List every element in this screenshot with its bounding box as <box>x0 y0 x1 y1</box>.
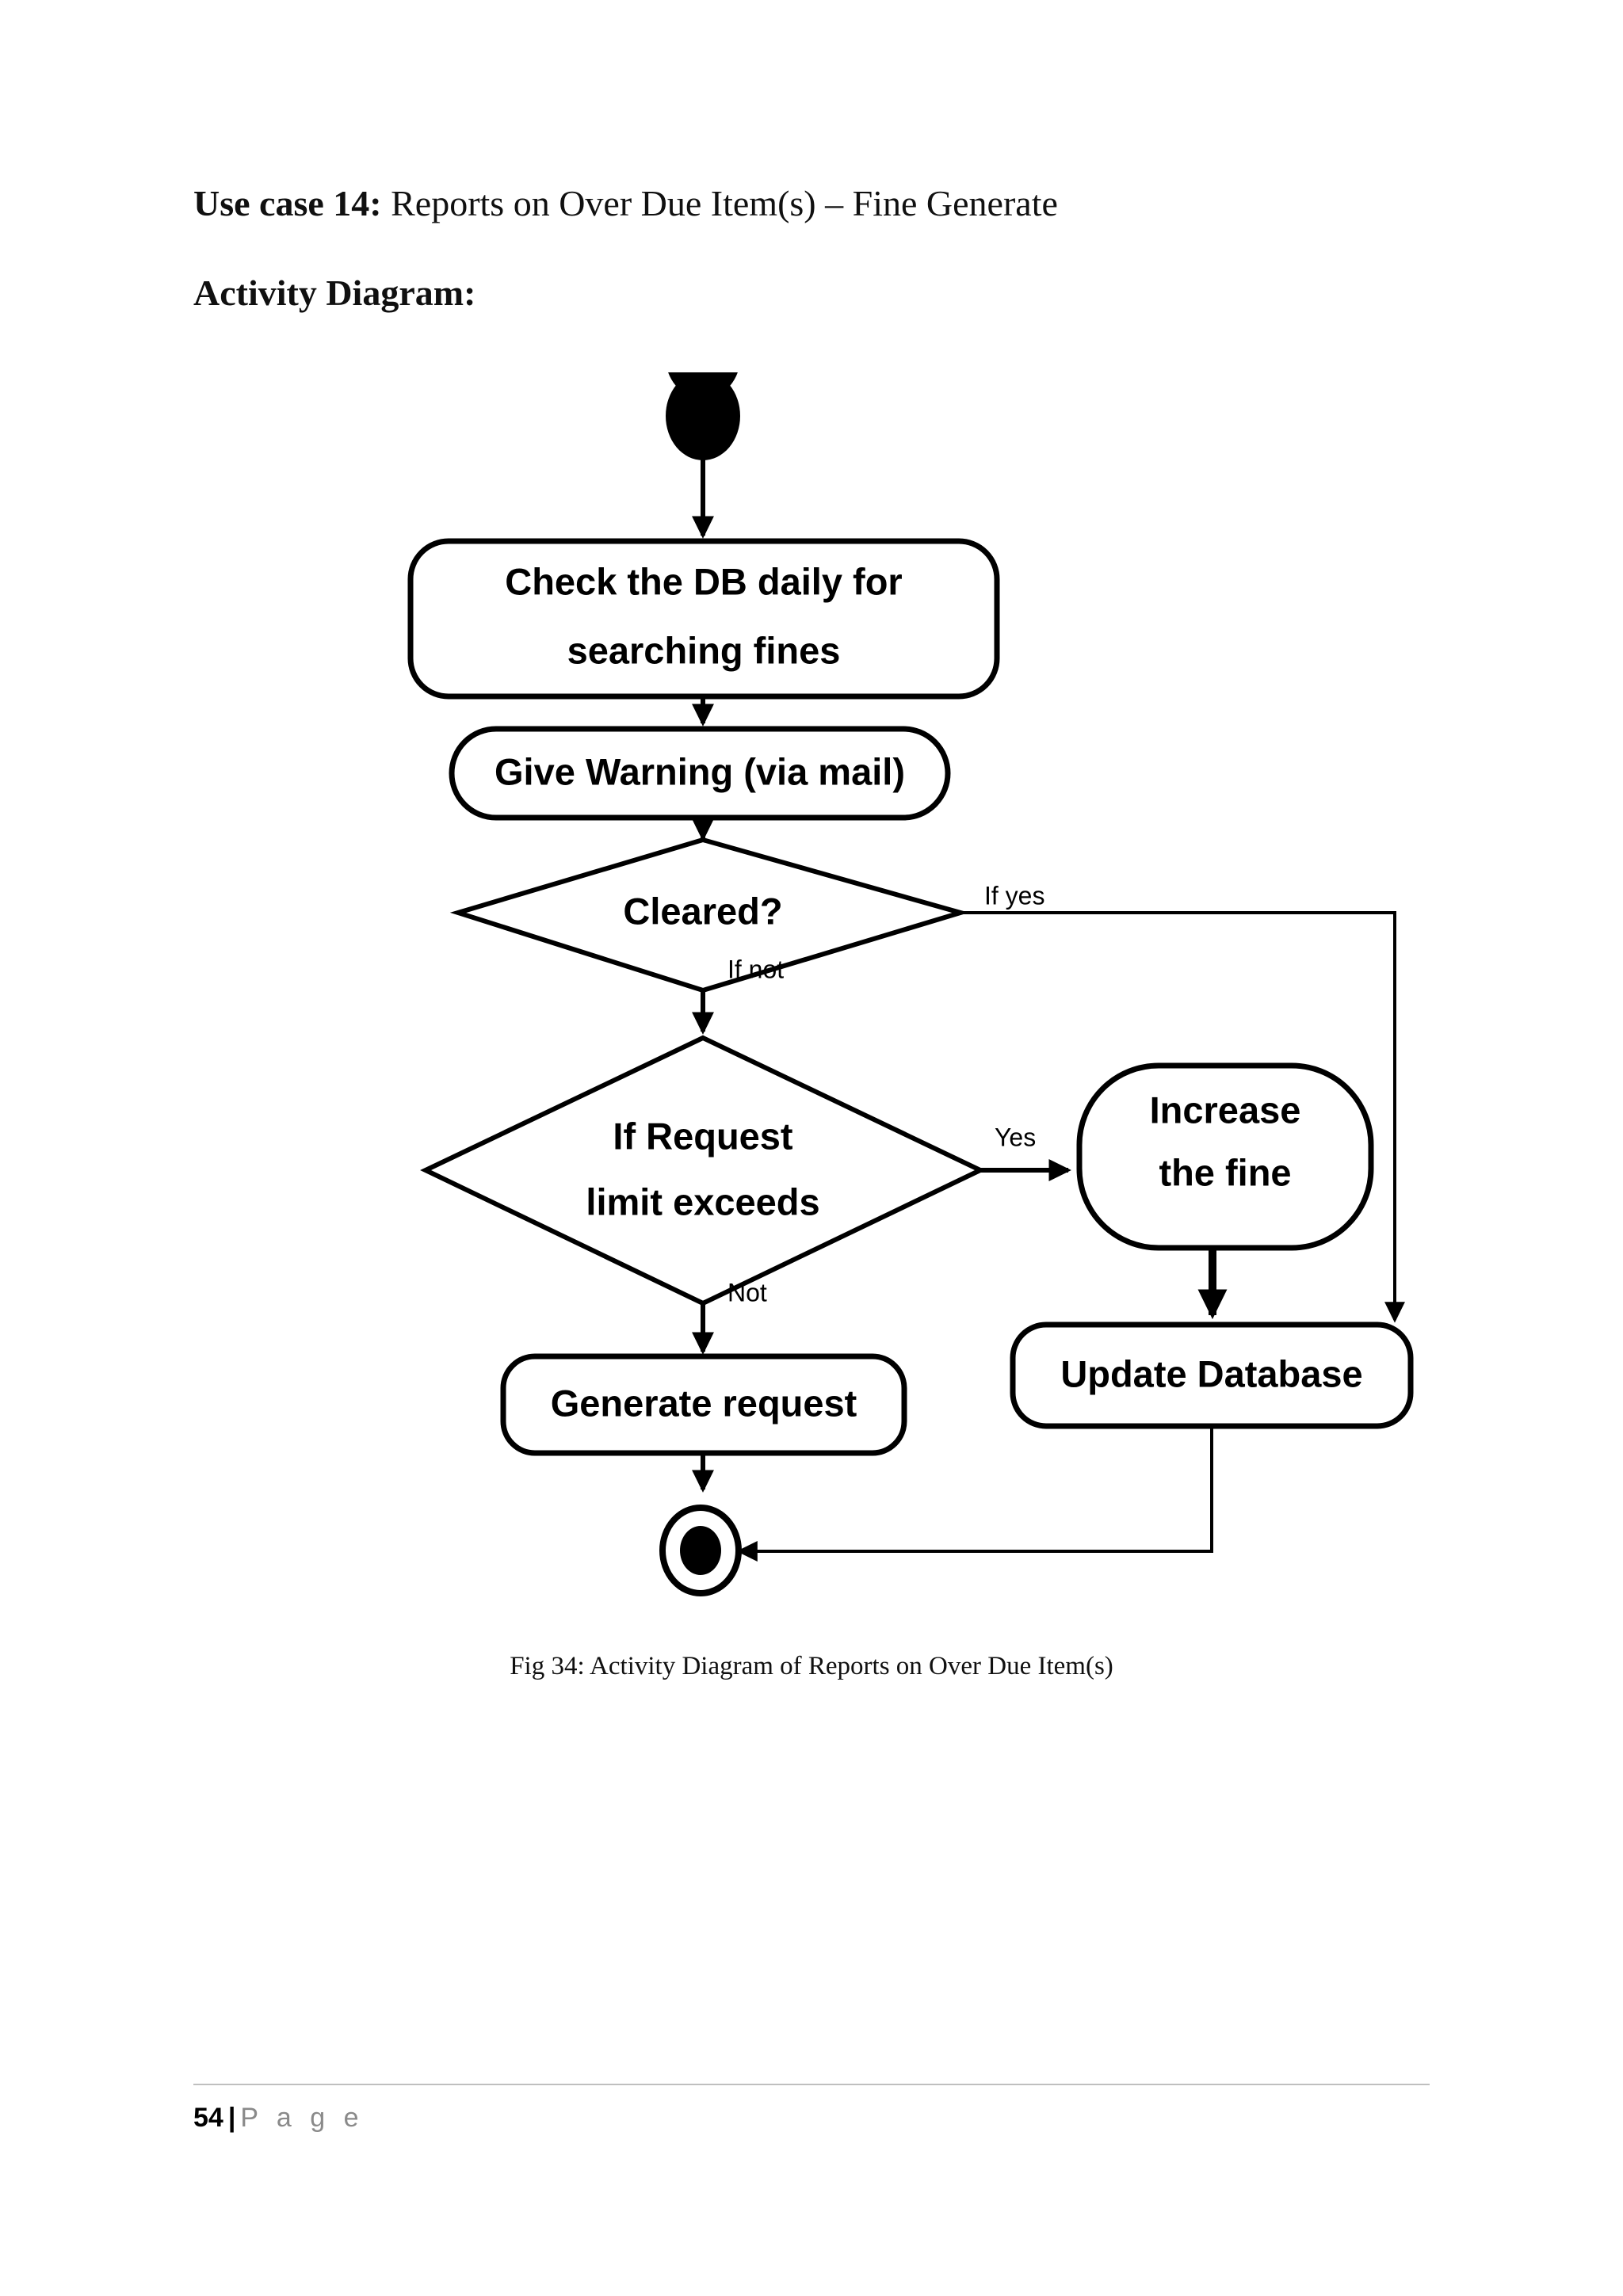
figure-caption: Fig 34: Activity Diagram of Reports on O… <box>510 1652 1113 1680</box>
node-check-db-label-line1: Check the DB daily for <box>505 560 902 602</box>
use-case-title: Reports on Over Due Item(s) – Fine Gener… <box>381 183 1058 223</box>
use-case-title-line: Use case 14: Reports on Over Due Item(s)… <box>193 183 1445 224</box>
use-case-label: Use case 14: <box>193 183 382 223</box>
node-request-limit-decision <box>420 1035 986 1306</box>
final-node-core <box>680 1526 721 1575</box>
edge-label-if-not: If not <box>727 955 784 983</box>
page-footer: 54|P a g e <box>193 2084 1430 2134</box>
activity-diagram-canvas: Check the DB daily for searching fines G… <box>407 372 1414 1596</box>
section-heading: Activity Diagram: <box>193 272 476 313</box>
edge-cleared-yes-to-update-db <box>960 911 1405 1323</box>
node-generate-request-label: Generate request <box>551 1382 857 1424</box>
node-request-limit-label-line2: limit exceeds <box>586 1180 819 1222</box>
node-request-limit-label-line1: If Request <box>613 1115 793 1157</box>
node-give-warning-label: Give Warning (via mail) <box>495 750 905 792</box>
node-cleared-label: Cleared? <box>623 890 782 932</box>
edge-label-not: Not <box>727 1278 767 1306</box>
node-give-warning <box>449 726 951 821</box>
node-increase-the-fine-label-line2: the fine <box>1159 1151 1291 1193</box>
node-update-database-label: Update Database <box>1060 1352 1362 1394</box>
footer-divider <box>193 2084 1430 2085</box>
page-heading-block: Use case 14: Reports on Over Due Item(s)… <box>193 183 1445 314</box>
start-node-circle <box>666 372 740 460</box>
footer-page-number: 54 <box>193 2103 223 2133</box>
footer-page-indicator: 54|P a g e <box>193 2103 1430 2134</box>
footer-page-word: P a g e <box>240 2103 365 2133</box>
activity-diagram-figure: Check the DB daily for searching fines G… <box>0 372 1623 1640</box>
edge-label-if-yes: If yes <box>984 881 1044 910</box>
node-check-db-label-line2: searching fines <box>567 629 841 671</box>
edge-label-yes: Yes <box>995 1123 1036 1151</box>
node-increase-the-fine-label-line1: Increase <box>1150 1089 1301 1131</box>
node-increase-the-fine <box>1076 1062 1374 1251</box>
edge-update-db-to-end <box>736 1426 1213 1562</box>
footer-separator: | <box>227 2103 236 2133</box>
